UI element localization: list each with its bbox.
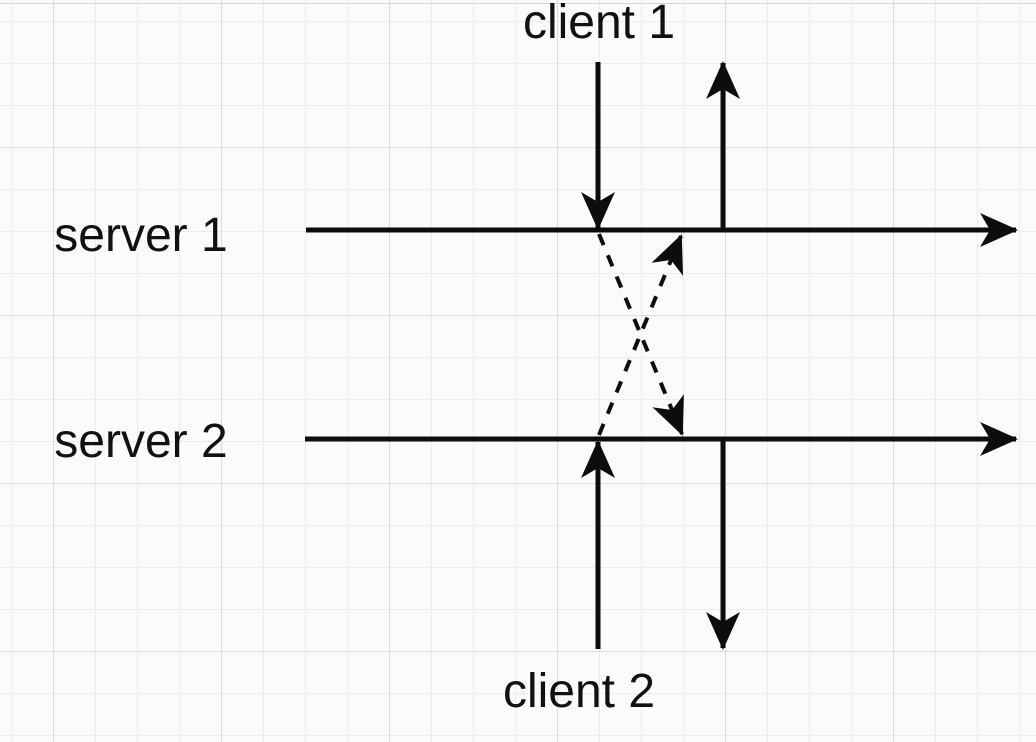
- arrows-layer: [305, 61, 1018, 650]
